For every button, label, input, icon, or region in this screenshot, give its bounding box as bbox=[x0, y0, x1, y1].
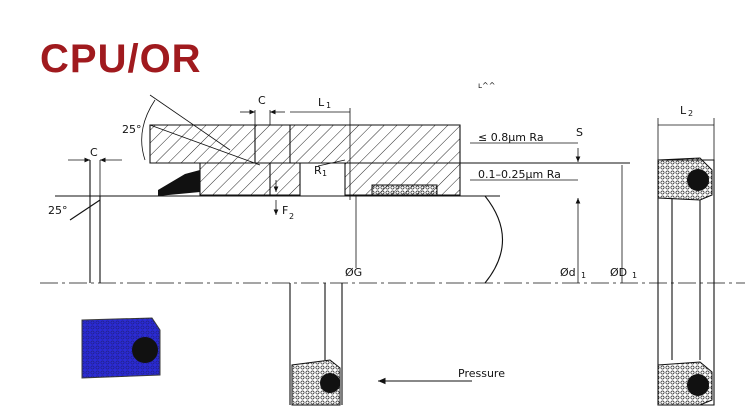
s-label: S bbox=[576, 126, 583, 139]
dia-d1-subscript: 1 bbox=[581, 271, 586, 280]
dia-g-label: ØG bbox=[345, 266, 362, 279]
dimension-lines bbox=[68, 94, 715, 283]
f2-subscript: 2 bbox=[289, 212, 294, 221]
l2-label: L bbox=[680, 104, 687, 117]
stray-mark: ʟ^^ bbox=[478, 81, 495, 90]
ring-side-view bbox=[657, 157, 715, 406]
pressure-label: Pressure bbox=[458, 367, 505, 380]
lower-ring-section bbox=[289, 283, 472, 406]
angle-left-label: 25° bbox=[48, 204, 68, 217]
dia-big-d1-label: ØD bbox=[610, 266, 627, 279]
c-top-label: C bbox=[258, 94, 266, 107]
housing bbox=[149, 124, 630, 196]
r1-subscript: 1 bbox=[322, 169, 327, 178]
seal-cross-section bbox=[158, 170, 200, 196]
drawing-labels: 25° 25° C C L 1 L 2 R 1 F 2 S ≤ 0.8μm Ra… bbox=[48, 81, 693, 380]
finish-2-label: 0.1–0.25μm Ra bbox=[478, 168, 561, 181]
seal-profile-icon bbox=[81, 317, 161, 379]
dia-d1-label: Ød bbox=[560, 266, 576, 279]
guide-strip bbox=[371, 184, 438, 197]
c-left-label: C bbox=[90, 146, 98, 159]
r1-label: R bbox=[314, 164, 322, 177]
finish-1-label: ≤ 0.8μm Ra bbox=[478, 131, 544, 144]
dia-big-d1-subscript: 1 bbox=[632, 271, 637, 280]
l2-subscript: 2 bbox=[688, 109, 693, 118]
l1-subscript: 1 bbox=[326, 101, 331, 110]
product-title: CPU/OR bbox=[40, 37, 202, 81]
l1-label: L bbox=[318, 96, 325, 109]
f2-label: F bbox=[282, 204, 288, 217]
angle-top-label: 25° bbox=[122, 123, 142, 136]
